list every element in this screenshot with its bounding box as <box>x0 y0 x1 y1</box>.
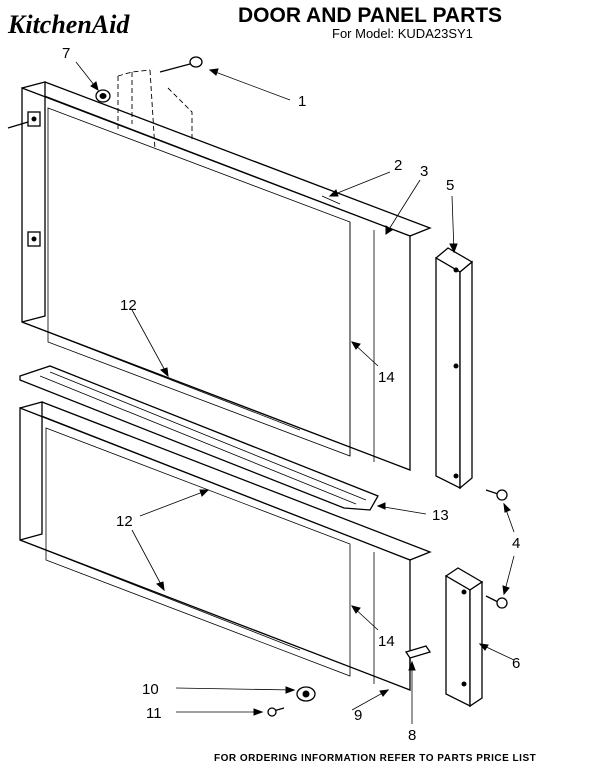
callout-10: 10 <box>142 681 159 698</box>
callout-7: 7 <box>62 45 70 62</box>
nut-part-10 <box>296 686 316 702</box>
callout-3: 3 <box>420 163 428 180</box>
callout-2: 2 <box>394 157 402 174</box>
callout-8: 8 <box>408 727 416 744</box>
screw-part-11 <box>267 707 285 717</box>
side-trim-part-5 <box>434 247 474 490</box>
callout-12-upper: 12 <box>120 297 137 314</box>
brand-logo: KitchenAid <box>7 10 130 39</box>
top-bracket-dashed <box>117 69 193 151</box>
callout-14-upper: 14 <box>378 369 395 386</box>
part-2-strip <box>321 195 341 205</box>
model-line: For Model: KUDA23SY1 <box>332 26 473 41</box>
trim-bar-part-13 <box>19 365 379 511</box>
callout-5: 5 <box>446 177 454 194</box>
page-title: DOOR AND PANEL PARTS <box>238 4 502 27</box>
screws-part-4 <box>485 489 508 609</box>
leader-lines <box>75 61 515 724</box>
lower-door-panel <box>19 401 432 691</box>
callout-4: 4 <box>512 535 520 552</box>
ordering-footer: FOR ORDERING INFORMATION REFER TO PARTS … <box>214 753 536 764</box>
callout-9: 9 <box>354 707 362 724</box>
callout-1: 1 <box>298 93 306 110</box>
callout-14-lower: 14 <box>378 633 395 650</box>
callout-6: 6 <box>512 655 520 672</box>
callout-13: 13 <box>432 507 449 524</box>
upper-door-panel <box>7 81 432 471</box>
side-trim-part-6 <box>444 567 484 708</box>
bumper-part-7 <box>95 89 111 103</box>
callout-12-lower: 12 <box>116 513 133 530</box>
callout-11: 11 <box>146 705 162 722</box>
screw-part-1 <box>159 56 203 73</box>
